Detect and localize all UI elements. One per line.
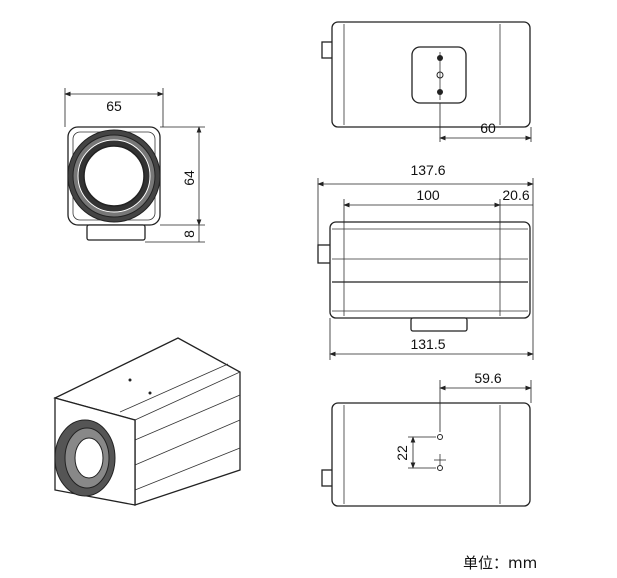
dim-mount-height: 8	[181, 230, 197, 238]
dim-front-width: 65	[106, 98, 122, 114]
unit-label: 单位：mm	[463, 554, 538, 572]
lens-icon	[54, 419, 116, 497]
dim-rear-length: 20.6	[502, 187, 529, 203]
top-view: 60	[321, 21, 532, 142]
dim-bottom-offset: 59.6	[474, 370, 501, 386]
dim-top-offset: 60	[480, 120, 496, 136]
dim-front-height: 64	[181, 170, 197, 186]
bottom-view: 59.6 22	[321, 370, 532, 507]
dim-hole-spacing: 22	[394, 445, 410, 461]
dim-overall-length: 137.6	[410, 162, 445, 178]
dim-base-length: 131.5	[410, 336, 445, 352]
side-view: 137.6 100 20.6 131.5	[317, 162, 534, 360]
lens-icon	[67, 129, 161, 223]
isometric-view	[53, 337, 241, 506]
front-view: 65 64 8	[64, 88, 205, 243]
dim-body-length: 100	[416, 187, 440, 203]
